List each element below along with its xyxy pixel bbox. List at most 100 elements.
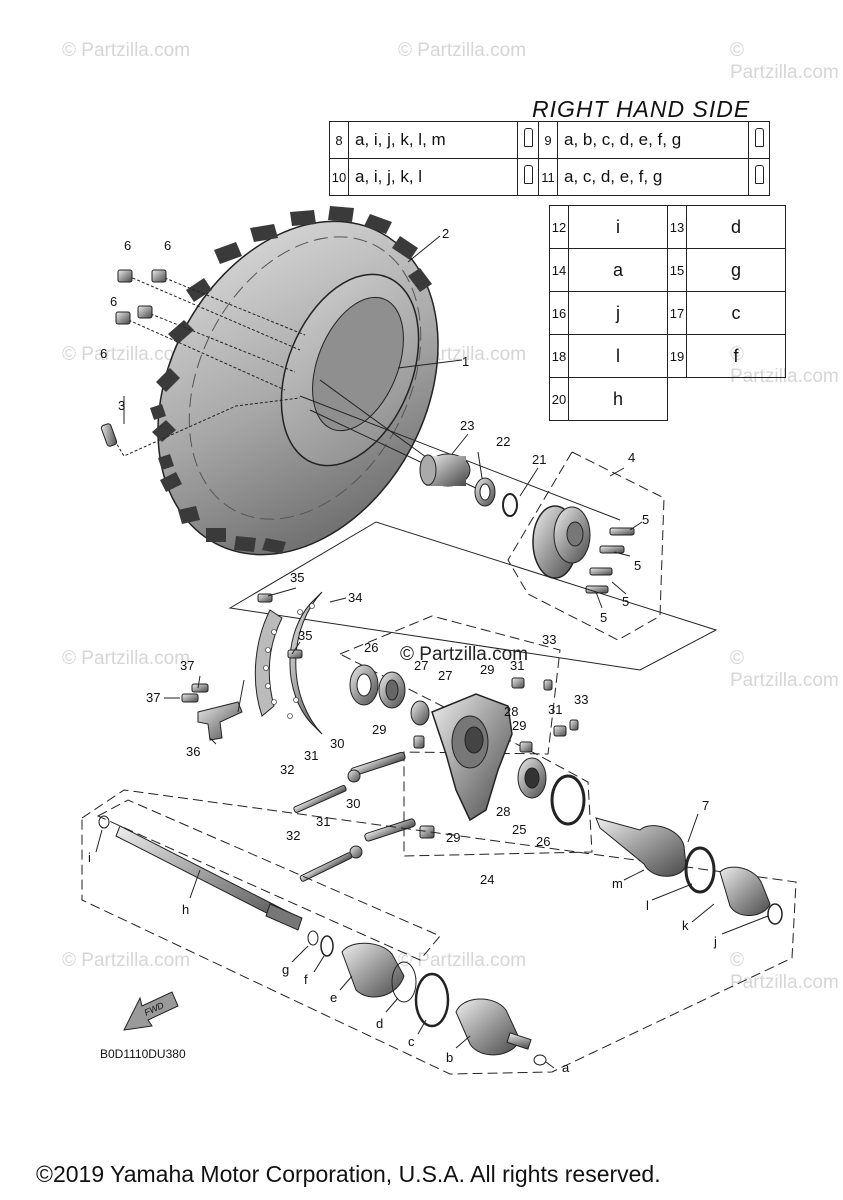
callout: 31 <box>316 814 330 829</box>
callout: 6 <box>164 238 171 253</box>
callout: 5 <box>634 558 641 573</box>
reference-table: 12 i 13 d 14 a 15 g 16 j 17 c 18 l 19 f … <box>549 205 786 421</box>
disc-bolts <box>257 593 303 659</box>
callout: j <box>713 934 717 949</box>
knuckle-small-parts <box>413 677 579 839</box>
callout: 29 <box>512 718 526 733</box>
nut-lines <box>111 275 306 457</box>
grease-tube-icon <box>748 121 770 159</box>
callout: i <box>88 850 91 865</box>
ref-letter: d <box>686 205 786 249</box>
ref-num: 19 <box>667 334 687 378</box>
ref-num: 13 <box>667 205 687 249</box>
watermark-ml: © Partzilla.com <box>62 344 191 365</box>
wheel-hub <box>532 505 591 579</box>
ref-letter: j <box>568 291 668 335</box>
diagram-code: B0D1110DU380 <box>100 1047 186 1061</box>
brake-disc <box>254 591 323 735</box>
clip-g <box>307 930 319 946</box>
callout: 32 <box>286 828 300 843</box>
bearings-right <box>517 757 586 826</box>
circlip-21 <box>502 493 518 517</box>
callout: 34 <box>348 590 362 605</box>
callouts: 1 2 3 4 5 5 5 5 6 6 6 6 7 21 22 23 24 25… <box>88 226 717 1075</box>
boot-k <box>719 866 771 916</box>
grease-num: 9 <box>538 121 558 159</box>
grease-letters: a, c, d, e, f, g <box>557 158 749 196</box>
ref-num: 17 <box>667 291 687 335</box>
grease-tube-icon <box>517 121 539 159</box>
hub-bolts <box>585 527 635 594</box>
ref-letter: f <box>686 334 786 378</box>
ref-num: 15 <box>667 248 687 292</box>
callout: h <box>182 902 189 917</box>
callout: 6 <box>100 346 107 361</box>
clip-a <box>533 1054 547 1066</box>
callout: 26 <box>536 834 550 849</box>
copyright-notice: ©2019 Yamaha Motor Corporation, U.S.A. A… <box>36 1161 661 1187</box>
drive-shaft-group-7 <box>81 789 797 1075</box>
callout: 3 <box>118 398 125 413</box>
ref-letter: l <box>568 334 668 378</box>
callout: 28 <box>504 704 518 719</box>
callout: 5 <box>642 512 649 527</box>
cv-joint-b <box>455 998 532 1056</box>
watermark-bl: © Partzilla.com <box>62 950 191 971</box>
callout: 2 <box>442 226 449 241</box>
band-l <box>684 846 716 894</box>
ref-num: 18 <box>549 334 569 378</box>
tire <box>150 206 439 556</box>
empty-cell <box>668 378 786 421</box>
watermark-tc: © Partzilla.com <box>398 40 527 61</box>
ref-num: 12 <box>549 205 569 249</box>
knuckle-bolts <box>293 751 416 882</box>
band-d <box>391 961 417 1003</box>
callout: 7 <box>702 798 709 813</box>
callout: b <box>446 1050 453 1065</box>
clip-i <box>98 815 110 829</box>
callout: 29 <box>446 830 460 845</box>
grease-letters: a, i, j, k, l <box>348 158 518 196</box>
callout: 35 <box>298 628 312 643</box>
callout: k <box>682 918 689 933</box>
knuckle-group-24 <box>338 615 593 857</box>
callout: 1 <box>462 354 469 369</box>
grease-num: 8 <box>329 121 349 159</box>
callout: l <box>646 898 649 913</box>
axle-shaft-h <box>115 825 303 931</box>
ref-letter: h <box>568 377 668 421</box>
callout: g <box>282 962 289 977</box>
leader-lines <box>95 235 769 1069</box>
callout: 37 <box>146 690 160 705</box>
wheel-nuts <box>115 269 167 325</box>
callout: 24 <box>480 872 494 887</box>
callout: f <box>304 972 308 987</box>
ref-letter: a <box>568 248 668 292</box>
callout: 36 <box>186 744 200 759</box>
ref-letter: g <box>686 248 786 292</box>
callout: 31 <box>548 702 562 717</box>
callout: e <box>330 990 337 1005</box>
callout: 29 <box>480 662 494 677</box>
fwd-arrow: FWD <box>123 991 179 1031</box>
grease-letters: a, i, j, k, l, m <box>348 121 518 159</box>
valve <box>100 423 118 447</box>
watermark-cr: © Partzilla.com <box>730 648 839 691</box>
callout: 28 <box>496 804 510 819</box>
callout: 4 <box>628 450 635 465</box>
ref-num: 14 <box>549 248 569 292</box>
watermark-bc: © Partzilla.com <box>398 950 527 971</box>
callout: 22 <box>496 434 510 449</box>
callout: 5 <box>622 594 629 609</box>
ref-letter: i <box>568 205 668 249</box>
band-c <box>414 972 450 1028</box>
callout: 5 <box>600 610 607 625</box>
bearings-left <box>349 664 430 726</box>
oil-seal-22 <box>474 477 496 507</box>
callout: 27 <box>438 668 452 683</box>
callout: 23 <box>460 418 474 433</box>
page-title: RIGHT HAND SIDE <box>532 96 751 122</box>
collar-23 <box>419 453 471 487</box>
grease-num: 10 <box>329 158 349 196</box>
